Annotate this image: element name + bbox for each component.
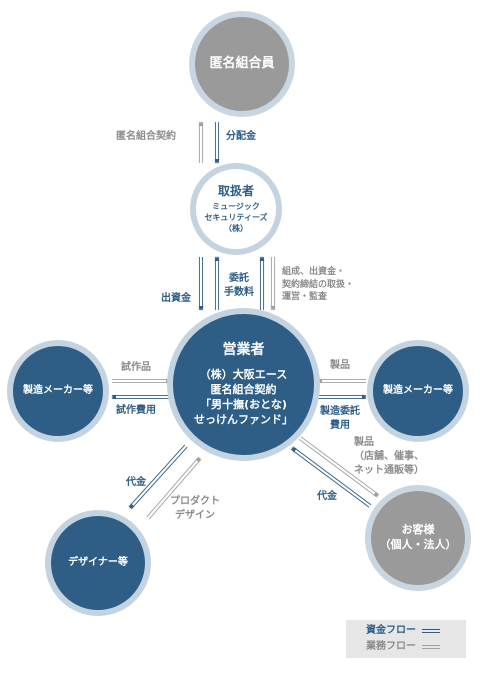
product-out-line: （店舗、催事、 bbox=[354, 451, 424, 462]
legend-business-label: 業務フロー bbox=[366, 641, 416, 652]
distribution-label: 分配金 bbox=[226, 131, 256, 142]
operator-line: 「男十撫(おとな) bbox=[200, 397, 287, 411]
maker-left-label: 製造メーカー等 bbox=[23, 385, 93, 397]
agent-ops-line: 運営・監査 bbox=[282, 292, 328, 303]
legend-business-swatch bbox=[422, 645, 440, 649]
agent-node: 取扱者 ミュージック セキュリティーズ （株） bbox=[190, 163, 282, 255]
prototype-label: 試作品 bbox=[121, 362, 151, 373]
design-label: プロダクト デザイン bbox=[170, 495, 220, 523]
legend-money-swatch bbox=[422, 629, 440, 633]
customer-line: （個人・法人） bbox=[379, 538, 457, 551]
product-out-line: 製品 bbox=[354, 437, 374, 448]
designer-label: デザイナー等 bbox=[68, 557, 128, 569]
agent-ops-label: 組成、出資金・ 契約締結の取扱・ 運営・監査 bbox=[282, 266, 354, 304]
legend-money-row: 資金フロー bbox=[366, 623, 466, 639]
design-flow bbox=[146, 456, 200, 518]
payment-customer-label: 代金 bbox=[317, 491, 337, 502]
payment-designer-flow bbox=[130, 446, 188, 510]
agent-ops-line: 契約締結の取扱・ bbox=[282, 279, 355, 290]
commission-line: 手数料 bbox=[224, 287, 254, 298]
maker-right-label: 製造メーカー等 bbox=[383, 385, 453, 397]
mfg-fee-line: 費用 bbox=[330, 420, 350, 431]
product-out-flow bbox=[298, 438, 378, 498]
product-out-flow bbox=[300, 436, 380, 496]
investor-label: 匿名組合員 bbox=[209, 56, 275, 72]
commission-line: 委託 bbox=[229, 273, 249, 284]
commission-label: 委託 手数料 bbox=[224, 272, 254, 300]
customer-node: お客様 （個人・法人） bbox=[365, 485, 471, 591]
agent-line: ミュージック bbox=[212, 202, 260, 212]
mfg-fee-label: 製造委託 費用 bbox=[320, 405, 360, 433]
design-flow bbox=[148, 458, 202, 520]
customer-line: お客様 bbox=[401, 523, 435, 537]
investor-node: 匿名組合員 bbox=[189, 11, 295, 117]
agent-ops-line: 組成、出資金・ bbox=[282, 267, 346, 277]
contract-label: 匿名組合契約 bbox=[116, 131, 176, 142]
operator-node: 営業者 （株）大阪エース 匿名組合契約 「男十撫(おとな) せっけんファンド」 bbox=[167, 308, 320, 461]
legend-business-row: 業務フロー bbox=[366, 639, 466, 655]
payment-designer-label: 代金 bbox=[126, 477, 146, 488]
operator-line: 匿名組合契約 bbox=[210, 383, 277, 397]
operator-line: せっけんファンド」 bbox=[194, 412, 293, 426]
operator-title: 営業者 bbox=[222, 342, 265, 359]
agent-line: セキュリティーズ bbox=[204, 213, 268, 223]
maker-right-node: 製造メーカー等 bbox=[367, 340, 469, 442]
product-in-label: 製品 bbox=[330, 360, 350, 371]
payment-customer-flow bbox=[290, 448, 370, 508]
agent-title: 取扱者 bbox=[217, 184, 254, 199]
agent-line: （株） bbox=[224, 223, 248, 233]
payment-designer-flow bbox=[128, 444, 186, 508]
mfg-fee-line: 製造委託 bbox=[320, 406, 360, 417]
legend: 資金フロー 業務フロー bbox=[346, 620, 466, 658]
investment-label: 出資金 bbox=[161, 293, 191, 304]
operator-line: （株）大阪エース bbox=[199, 368, 288, 382]
payment-customer-flow bbox=[292, 446, 372, 506]
design-line: デザイン bbox=[175, 510, 215, 521]
prototype-fee-label: 試作費用 bbox=[116, 405, 156, 416]
legend-money-label: 資金フロー bbox=[366, 625, 416, 636]
maker-left-node: 製造メーカー等 bbox=[7, 340, 109, 442]
product-out-line: ネット通販等） bbox=[354, 465, 424, 476]
designer-node: デザイナー等 bbox=[45, 510, 151, 616]
product-out-label: 製品 （店舗、催事、 ネット通販等） bbox=[354, 436, 424, 478]
design-line: プロダクト bbox=[170, 496, 220, 507]
